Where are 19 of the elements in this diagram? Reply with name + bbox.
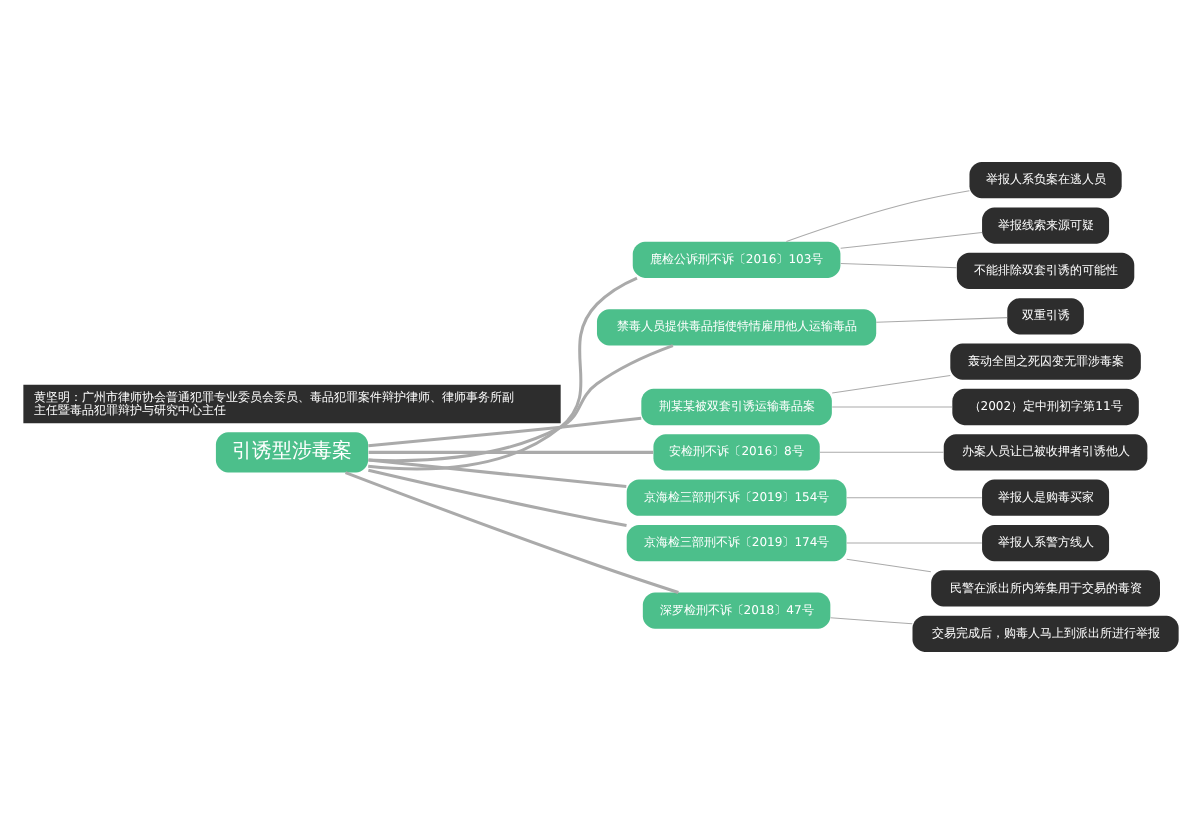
connector xyxy=(367,416,641,448)
connector xyxy=(830,406,952,408)
connector xyxy=(874,317,1007,323)
connector xyxy=(367,458,626,489)
connector xyxy=(367,450,653,454)
connector xyxy=(839,263,957,269)
connector xyxy=(818,451,944,453)
connector xyxy=(367,468,626,527)
connector xyxy=(839,232,982,249)
connector xyxy=(367,276,637,471)
connector xyxy=(829,617,912,625)
connector xyxy=(784,190,969,243)
connector xyxy=(343,471,678,594)
connector xyxy=(845,542,982,544)
connector xyxy=(830,375,950,394)
connector xyxy=(367,344,673,463)
connector xyxy=(845,558,931,573)
node-box: 引诱型涉毒案 xyxy=(214,432,368,473)
connector xyxy=(845,497,982,499)
